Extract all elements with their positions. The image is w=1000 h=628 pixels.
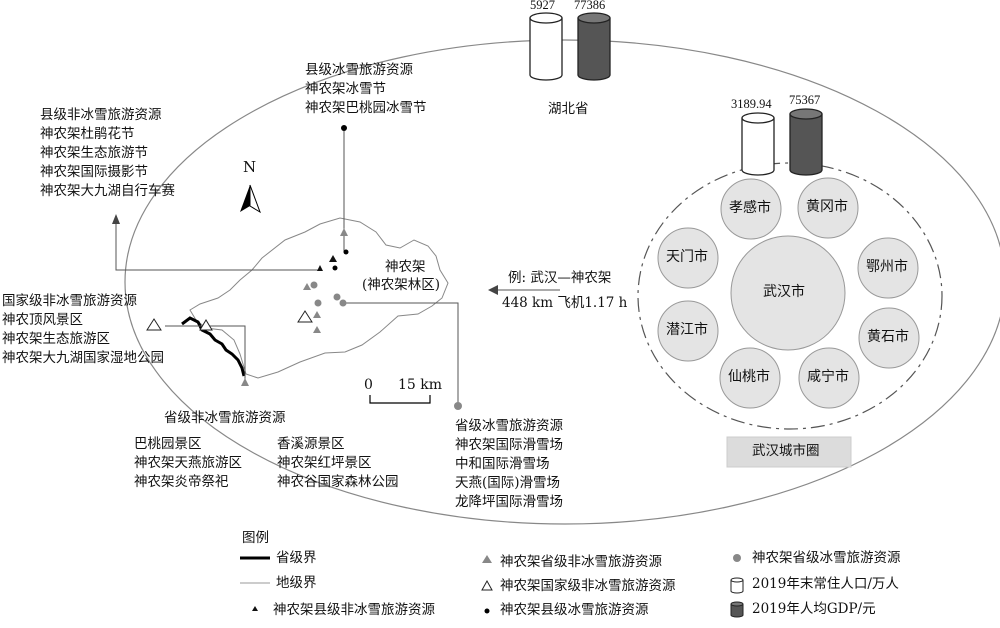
legend-prefecture-border: 地级界 xyxy=(276,575,317,591)
legend-provincial-nonice: 神农架省级非冰雪旅游资源 xyxy=(500,554,662,570)
list-item: 神农架大九湖自行车赛 xyxy=(40,183,175,199)
provincial-border xyxy=(181,316,246,377)
legend-title: 图例 xyxy=(242,530,269,546)
route-line2: 448 km 飞机1.17 h xyxy=(502,295,628,311)
list-item: 神农架红坪景区 xyxy=(277,455,372,471)
group-title: 县级冰雪旅游资源 xyxy=(305,62,413,78)
list-item: 神农架生态旅游节 xyxy=(40,145,148,161)
hubei-boundary-ellipse xyxy=(124,39,1000,525)
list-item: 神农架天燕旅游区 xyxy=(134,455,242,471)
north-arrow-icon xyxy=(240,184,261,214)
wuhan-population-cylinder xyxy=(741,112,775,176)
wuhan-population-value: 3189.94 xyxy=(731,97,772,111)
hubei-gdp-cylinder xyxy=(577,12,611,81)
legend-provincial-ice: 神农架省级冰雪旅游资源 xyxy=(752,550,901,566)
hubei-gdp-value: 77386 xyxy=(574,0,606,12)
list-item: 神农架杜鹃花节 xyxy=(40,126,135,142)
county-nonice-list: 县级非冰雪旅游资源 神农架杜鹃花节 神农架生态旅游节 神农架国际摄影节 神农架大… xyxy=(40,106,175,201)
arrow-route xyxy=(488,285,498,295)
arrow-up-county-nonice xyxy=(112,214,120,224)
county-ice-list: 县级冰雪旅游资源 神农架冰雪节 神农架巴桃园冰雪节 xyxy=(305,61,427,118)
shennongjia-name: 神农架 xyxy=(385,259,426,275)
scale-bar xyxy=(369,395,431,404)
list-item: 神农顶风景区 xyxy=(2,312,83,328)
list-item: 神农架国际滑雪场 xyxy=(455,437,563,453)
hubei-label: 湖北省 xyxy=(548,101,589,117)
wuhan-gdp-cylinder xyxy=(789,108,823,176)
city-wuhan: 武汉市 xyxy=(763,284,805,300)
list-item: 香溪源景区 xyxy=(277,436,345,452)
list-item: 神农架冰雪节 xyxy=(305,81,386,97)
list-item: 天燕(国际)滑雪场 xyxy=(455,475,561,491)
city-xiaogan: 孝感市 xyxy=(729,200,771,216)
list-item: 龙降坪国际滑雪场 xyxy=(455,494,563,510)
shennongjia-region-outline xyxy=(189,217,449,379)
resource-markers xyxy=(146,125,462,410)
wuhan-gdp-value: 75367 xyxy=(789,93,821,107)
legend-population: 2019年末常住人口/万人 xyxy=(752,576,899,592)
list-item: 神农架国际摄影节 xyxy=(40,164,148,180)
list-item: 神农谷国家森林公园 xyxy=(277,474,399,490)
national-nonice-list: 国家级非冰雪旅游资源 神农顶风景区 神农架生态旅游区 神农架大九湖国家湿地公园 xyxy=(2,292,164,368)
wuhan-center-circle xyxy=(730,235,846,351)
group-title: 国家级非冰雪旅游资源 xyxy=(2,293,137,309)
legend-provincial-border: 省级界 xyxy=(276,550,317,566)
legend-national-nonice: 神农架国家级非冰雪旅游资源 xyxy=(500,578,676,594)
legend-county-ice: 神农架县级冰雪旅游资源 xyxy=(500,602,649,618)
wuhan-circle-label: 武汉城市圈 xyxy=(752,443,820,459)
leader-lines xyxy=(115,130,560,403)
provincial-nonice-col2: 香溪源景区 神农架红坪景区 神农谷国家森林公园 xyxy=(277,435,399,492)
satellite-city-circles xyxy=(657,177,920,409)
list-item: 巴桃园景区 xyxy=(134,436,202,452)
city-tianmen: 天门市 xyxy=(666,249,708,265)
list-item: 神农架巴桃园冰雪节 xyxy=(305,100,427,116)
city-huangshi: 黄石市 xyxy=(867,329,909,345)
legend-symbols xyxy=(240,554,744,618)
north-label: N xyxy=(243,158,257,176)
city-xianning: 咸宁市 xyxy=(807,369,849,385)
provincial-nonice-col1: 巴桃园景区 神农架天燕旅游区 神农架炎帝祭祀 xyxy=(134,435,242,492)
list-item: 神农架大九湖国家湿地公园 xyxy=(2,350,164,366)
legend-county-nonice: 神农架县级非冰雪旅游资源 xyxy=(273,602,435,618)
scale-label: 15 km xyxy=(398,377,443,393)
city-huanggang: 黄冈市 xyxy=(806,199,848,215)
city-qianjiang: 潜江市 xyxy=(666,322,708,338)
city-ezhou: 鄂州市 xyxy=(866,259,908,275)
legend-gdp: 2019年人均GDP/元 xyxy=(752,601,876,617)
route-line1: 例: 武汉—神农架 xyxy=(508,270,612,286)
list-item: 中和国际滑雪场 xyxy=(455,456,550,472)
wuhan-circle-label-box xyxy=(726,436,852,468)
wuhan-circle-dashed xyxy=(637,162,943,430)
group-title: 省级冰雪旅游资源 xyxy=(455,418,563,434)
group-title: 县级非冰雪旅游资源 xyxy=(40,107,162,123)
list-item: 神农架生态旅游区 xyxy=(2,331,110,347)
hubei-population-value: 5927 xyxy=(530,0,555,12)
shennongjia-district: (神农架林区) xyxy=(362,277,441,293)
provincial-ice-list: 省级冰雪旅游资源 神农架国际滑雪场 中和国际滑雪场 天燕(国际)滑雪场 龙降坪国… xyxy=(455,417,563,512)
scale-zero: 0 xyxy=(364,377,373,393)
list-item: 神农架炎帝祭祀 xyxy=(134,474,229,490)
provincial-nonice-title: 省级非冰雪旅游资源 xyxy=(164,410,286,426)
city-xiantao: 仙桃市 xyxy=(728,369,770,385)
hubei-population-cylinder xyxy=(529,12,563,81)
